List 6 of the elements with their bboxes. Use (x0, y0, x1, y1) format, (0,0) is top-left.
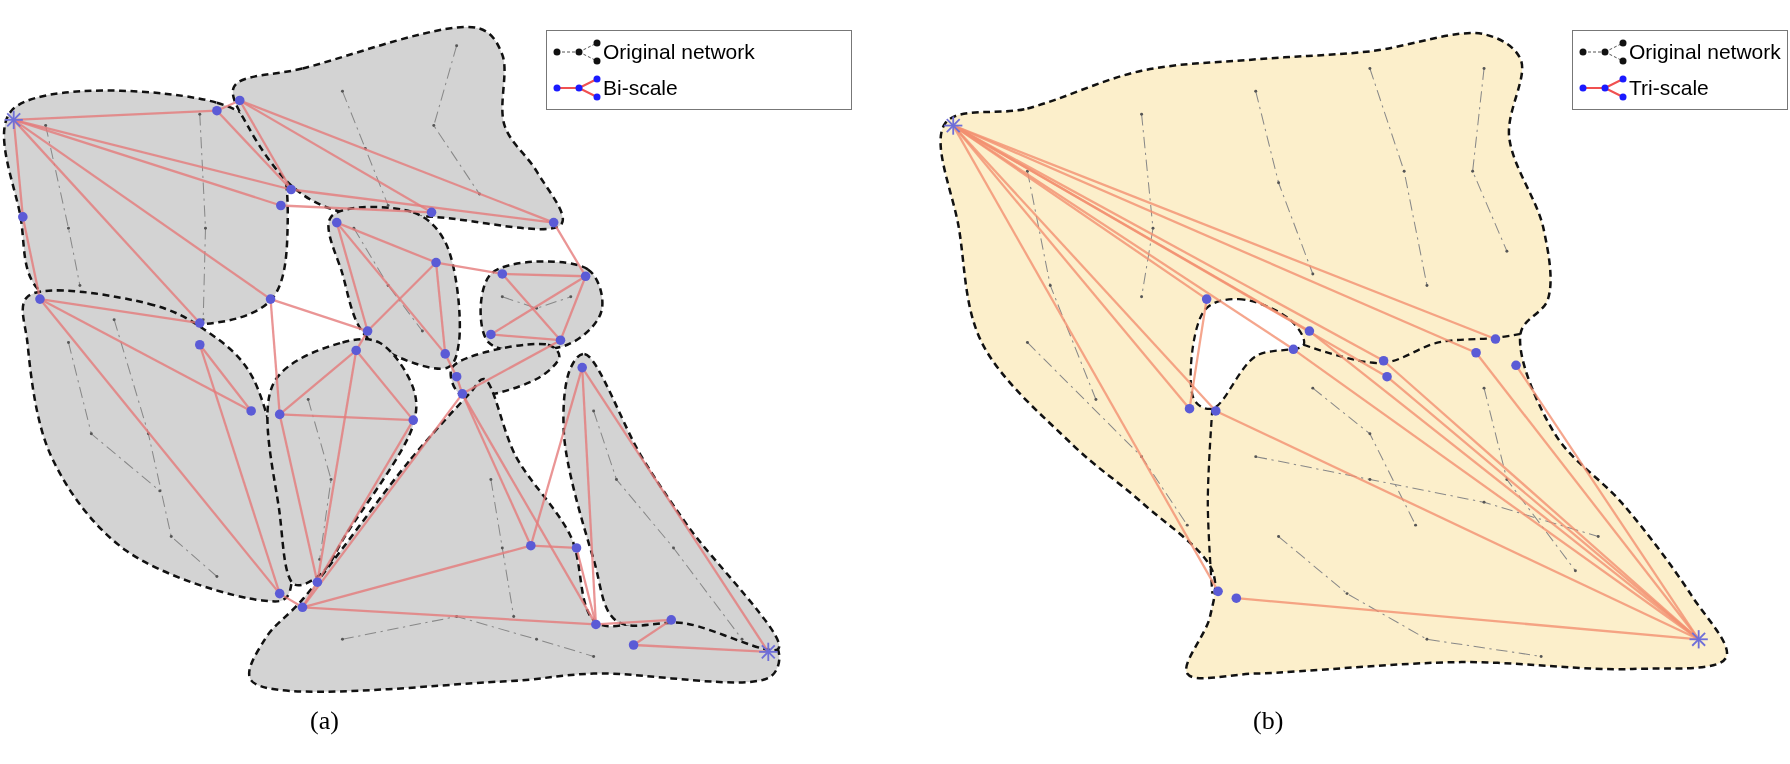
legend-label: Tri-scale (1629, 76, 1709, 100)
legend-label: Original network (1629, 40, 1781, 64)
legend-label: Original network (603, 40, 755, 64)
legend-label: Bi-scale (603, 76, 678, 100)
panel-caption: (b) (1253, 706, 1284, 736)
panel-caption: (a) (310, 706, 339, 736)
